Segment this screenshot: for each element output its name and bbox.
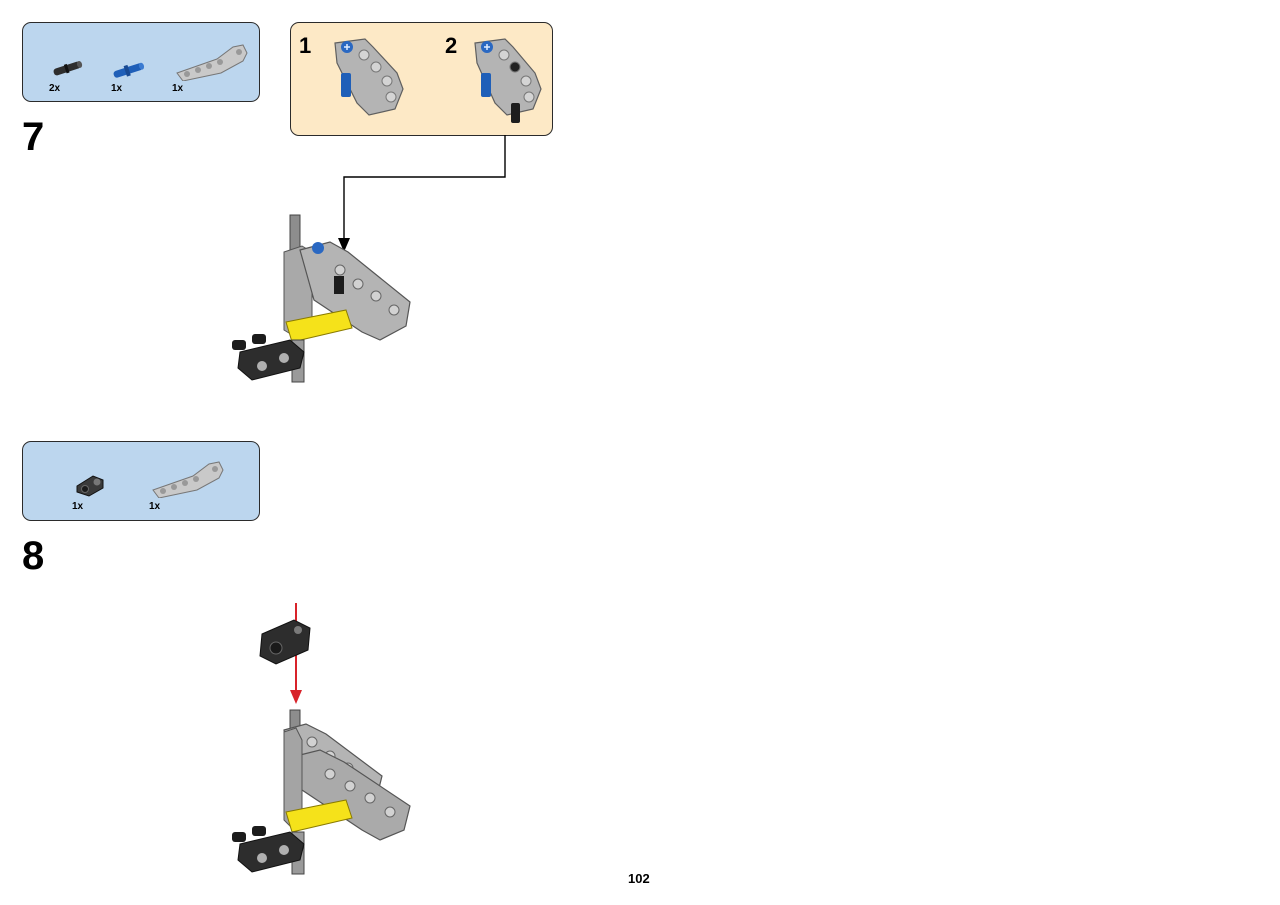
page-number: 102 [628,871,650,886]
substep2-number: 2 [445,33,458,58]
substep1-number: 1 [299,33,312,58]
step8-model [232,603,411,875]
black-cross-block-icon [76,475,104,497]
gray-angled-beam-icon [176,44,248,81]
step7-model [232,214,411,383]
step7-part3-qty: 1x [172,83,184,94]
substep2-beam-illustration [474,38,542,123]
step8-part2-qty: 1x [149,501,161,512]
step8-part1-qty: 1x [72,501,84,512]
black-friction-pin-icon [53,61,83,76]
substep-to-model-arrow [338,135,506,252]
step7-part1-qty: 2x [49,83,61,94]
step7-subassembly-box: 1 2 [290,22,553,136]
substep1-beam-illustration [334,38,404,116]
step7-number: 7 [22,115,45,159]
step8-parts-box: 1x 1x [22,441,260,521]
step7-parts-box: 2x 1x 1x [22,22,260,102]
step7-part2-qty: 1x [111,83,123,94]
blue-axle-pin-icon [113,62,145,78]
gray-angled-beam-icon [152,461,224,498]
step8-number: 8 [22,534,45,578]
